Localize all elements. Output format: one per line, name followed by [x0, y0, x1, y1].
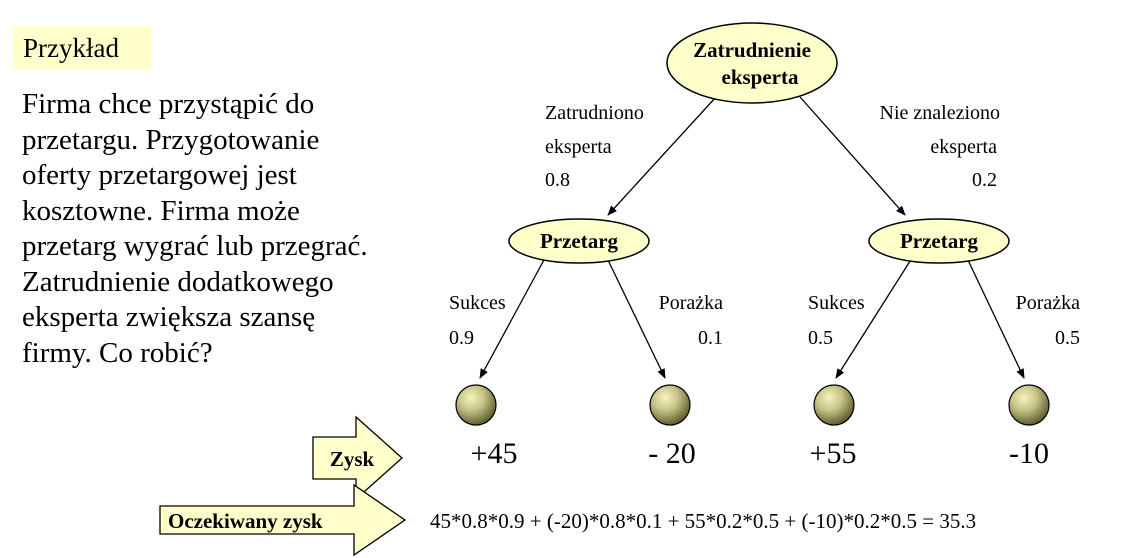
- leaf-node-1: [455, 384, 497, 426]
- root-node: Zatrudnienie eksperta: [666, 22, 838, 104]
- expected-profit-arrow-label: Oczekiwany zysk: [168, 509, 323, 533]
- description-line: przetargu. Przygotowanie: [22, 123, 320, 156]
- description-text: Firma chce przystąpić do przetargu. Przy…: [22, 87, 422, 371]
- expected-value-formula: 45*0.8*0.9 + (-20)*0.8*0.1 + 55*0.2*0.5 …: [430, 509, 977, 533]
- branch-right-label-line2: eksperta: [930, 136, 997, 158]
- tender-node-left-label: Przetarg: [540, 229, 619, 253]
- branch-right-label-line1: Nie znaleziono: [880, 102, 1001, 124]
- leaf-3-prob: 0.5: [808, 327, 833, 349]
- leaf-node-2: [649, 384, 691, 426]
- leaf-node-4: [1008, 384, 1050, 426]
- edge-right-success: [835, 257, 913, 379]
- example-label: Przykład: [13, 26, 151, 70]
- leaf-2-label: Porażka: [659, 292, 724, 314]
- tender-node-left: Przetarg: [508, 218, 650, 264]
- tender-node-right-label: Przetarg: [900, 229, 979, 253]
- description-line: kosztowne. Firma może: [22, 194, 300, 227]
- branch-right-prob: 0.2: [972, 169, 997, 191]
- edge-right-failure: [966, 257, 1025, 379]
- tender-node-right: Przetarg: [868, 218, 1010, 264]
- root-node-line2: eksperta: [722, 65, 799, 89]
- leaf-2-profit: - 20: [648, 437, 696, 470]
- expected-profit-arrow: Oczekiwany zysk: [159, 483, 407, 557]
- leaf-1-label: Sukces: [449, 292, 506, 314]
- leaf-1-prob: 0.9: [449, 327, 474, 349]
- description-line: firmy. Co robić?: [22, 336, 213, 369]
- leaf-3-label: Sukces: [808, 292, 865, 314]
- branch-left-label-line2: eksperta: [545, 136, 612, 158]
- edge-left-failure: [606, 257, 666, 379]
- root-node-line1: Zatrudnienie: [693, 38, 811, 62]
- profit-arrow: Zysk: [312, 415, 403, 501]
- description-line: eksperta zwiększa szansę: [22, 301, 316, 333]
- branch-left-prob: 0.8: [545, 169, 570, 191]
- leaf-3-profit: +55: [810, 437, 857, 470]
- edge-left-success: [479, 257, 546, 379]
- leaf-2-prob: 0.1: [698, 327, 723, 349]
- leaf-4-prob: 0.5: [1055, 327, 1080, 349]
- leaf-node-3: [813, 384, 855, 426]
- leaf-4-label: Porażka: [1016, 292, 1081, 314]
- branch-left-label-line1: Zatrudniono: [545, 102, 644, 124]
- edge-root-left: [607, 96, 717, 216]
- description-line: oferty przetargowej jest: [22, 159, 297, 191]
- profit-arrow-label: Zysk: [330, 447, 375, 471]
- description-line: przetarg wygrać lub przegrać.: [22, 230, 368, 262]
- edge-root-right: [799, 96, 906, 216]
- leaf-1-profit: +45: [471, 437, 518, 470]
- description-line: Firma chce przystąpić do: [22, 88, 315, 120]
- leaf-4-profit: -10: [1009, 437, 1049, 470]
- description-line: Zatrudnienie dodatkowego: [22, 265, 334, 298]
